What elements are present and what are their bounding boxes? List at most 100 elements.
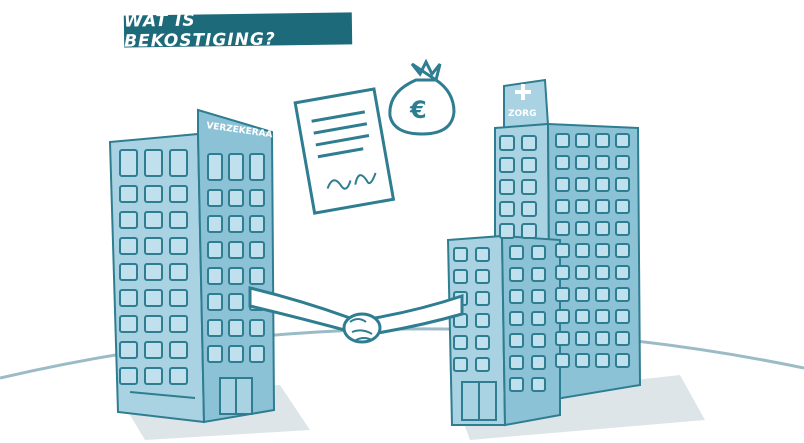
window (228, 293, 244, 311)
window (169, 149, 188, 177)
window (228, 267, 244, 285)
window (575, 265, 590, 280)
window (169, 289, 188, 307)
window (475, 247, 490, 262)
window (119, 367, 138, 385)
window (531, 289, 546, 304)
window (555, 265, 570, 280)
window (475, 313, 490, 328)
window (521, 201, 537, 217)
window (615, 133, 630, 148)
window (119, 237, 138, 255)
left-building-side-windows (207, 153, 265, 363)
window (475, 335, 490, 350)
window (249, 189, 265, 207)
window (555, 309, 570, 324)
window (207, 293, 223, 311)
window (521, 135, 537, 151)
window (595, 287, 610, 302)
window (555, 133, 570, 148)
right-building-windows (453, 133, 630, 392)
window (531, 333, 546, 348)
window (575, 309, 590, 324)
window (521, 179, 537, 195)
window (207, 153, 223, 181)
window (499, 135, 515, 151)
window (144, 263, 163, 281)
window (169, 185, 188, 203)
window (615, 353, 630, 368)
handshake-icon (248, 286, 464, 344)
window (207, 319, 223, 337)
window (595, 353, 610, 368)
window (595, 133, 610, 148)
window (555, 199, 570, 214)
window (575, 155, 590, 170)
euro-symbol: € (409, 96, 427, 124)
window (555, 155, 570, 170)
window (575, 177, 590, 192)
window (119, 185, 138, 203)
window (531, 311, 546, 326)
window (119, 149, 138, 177)
window (555, 177, 570, 192)
window (119, 289, 138, 307)
window (575, 243, 590, 258)
window (575, 287, 590, 302)
window (509, 289, 524, 304)
right-building: ZORG (446, 78, 642, 427)
window (555, 331, 570, 346)
money-bag-icon: € (388, 58, 456, 136)
window (615, 155, 630, 170)
window (169, 211, 188, 229)
window (531, 355, 546, 370)
window (249, 153, 265, 181)
window (453, 357, 468, 372)
window (119, 211, 138, 229)
window (509, 333, 524, 348)
window (144, 367, 163, 385)
window (575, 221, 590, 236)
window (615, 287, 630, 302)
window (499, 157, 515, 173)
window (595, 177, 610, 192)
window (144, 149, 163, 177)
window (207, 267, 223, 285)
right-building-sign: ZORG (508, 109, 537, 119)
window (575, 199, 590, 214)
window (119, 315, 138, 333)
window (475, 291, 490, 306)
window (615, 177, 630, 192)
left-building: VERZEKERAAR (108, 108, 280, 424)
window (207, 345, 223, 363)
window (169, 237, 188, 255)
window (595, 265, 610, 280)
window (144, 315, 163, 333)
window (615, 331, 630, 346)
window (521, 157, 537, 173)
window (509, 355, 524, 370)
window (575, 133, 590, 148)
window (595, 221, 610, 236)
window (207, 215, 223, 233)
window (144, 289, 163, 307)
window (555, 221, 570, 236)
window (228, 319, 244, 337)
window (615, 265, 630, 280)
window (595, 309, 610, 324)
window (228, 153, 244, 181)
window (555, 353, 570, 368)
window (453, 335, 468, 350)
window (169, 367, 188, 385)
window (575, 331, 590, 346)
right-building-shadow (455, 375, 705, 440)
window (595, 155, 610, 170)
window (595, 199, 610, 214)
window (228, 241, 244, 259)
window (119, 263, 138, 281)
window (509, 377, 524, 392)
window (249, 345, 265, 363)
window (615, 221, 630, 236)
window (531, 377, 546, 392)
left-building-ledge (129, 391, 196, 399)
